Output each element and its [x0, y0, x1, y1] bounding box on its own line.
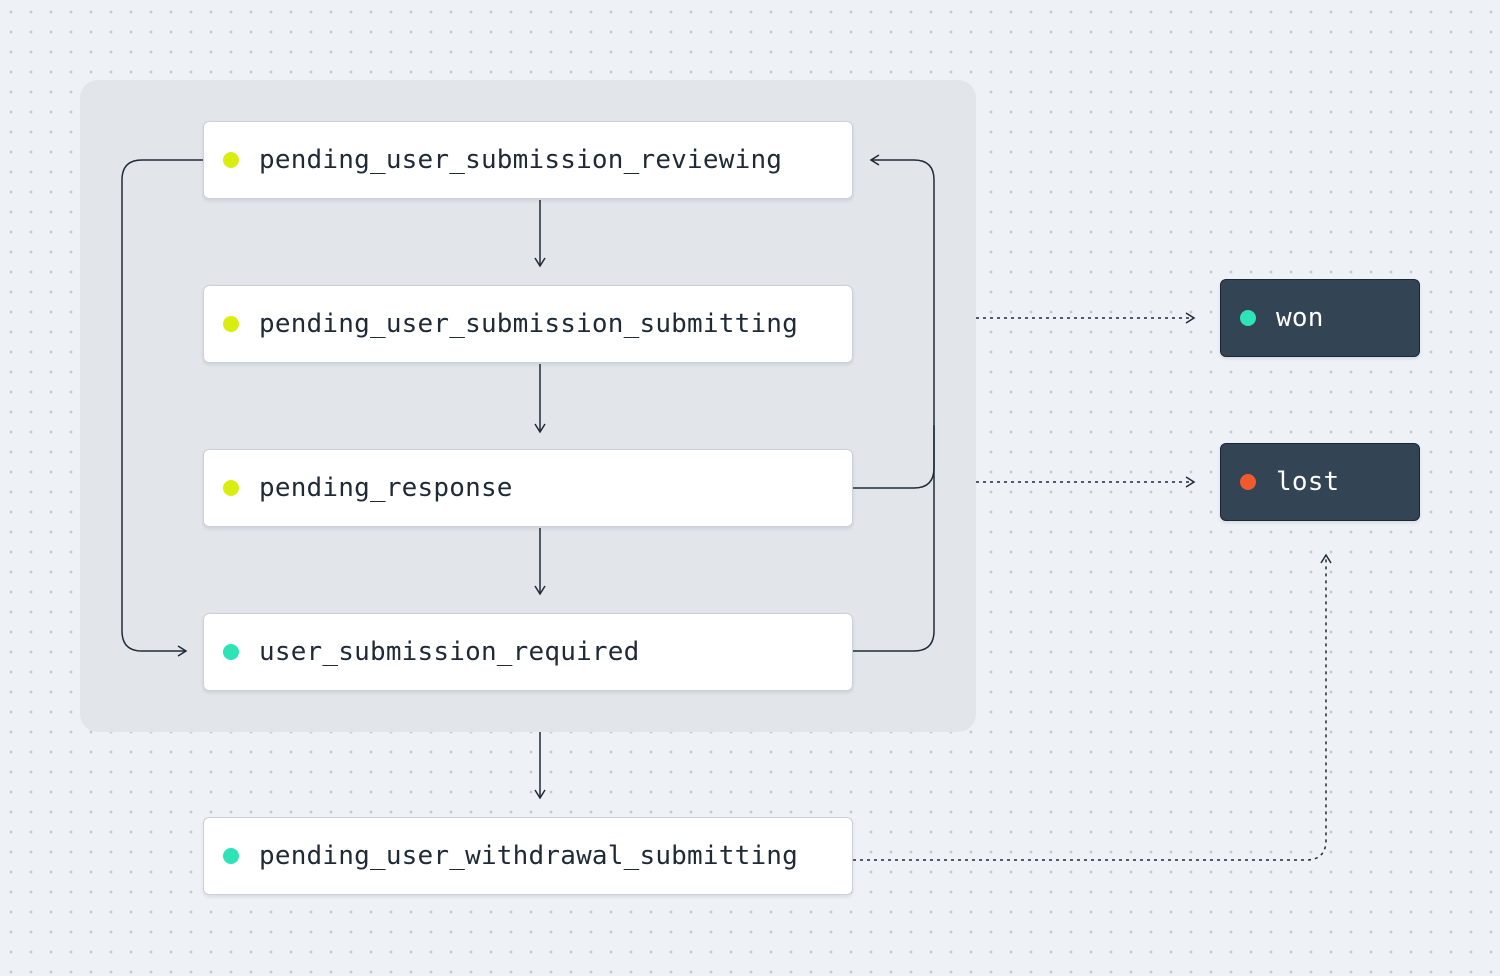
- state-node-user-submission-required[interactable]: user_submission_required: [203, 613, 853, 691]
- state-label: user_submission_required: [259, 637, 640, 667]
- state-label: pending_user_submission_submitting: [259, 309, 799, 339]
- terminal-node-won[interactable]: won: [1220, 279, 1420, 357]
- status-dot: [223, 644, 239, 660]
- state-label: pending_user_withdrawal_submitting: [259, 841, 799, 871]
- status-dot: [223, 316, 239, 332]
- state-node-pending-response[interactable]: pending_response: [203, 449, 853, 527]
- state-node-pending-user-submission-submitting[interactable]: pending_user_submission_submitting: [203, 285, 853, 363]
- terminal-node-lost[interactable]: lost: [1220, 443, 1420, 521]
- state-node-pending-user-withdrawal-submitting[interactable]: pending_user_withdrawal_submitting: [203, 817, 853, 895]
- state-label: pending_response: [259, 473, 513, 503]
- status-dot: [223, 152, 239, 168]
- state-label: pending_user_submission_reviewing: [259, 145, 783, 175]
- status-dot: [223, 480, 239, 496]
- status-dot: [1240, 310, 1256, 326]
- state-label: won: [1276, 303, 1324, 333]
- state-label: lost: [1276, 467, 1340, 497]
- status-dot: [223, 848, 239, 864]
- status-dot: [1240, 474, 1256, 490]
- state-node-pending-user-submission-reviewing[interactable]: pending_user_submission_reviewing: [203, 121, 853, 199]
